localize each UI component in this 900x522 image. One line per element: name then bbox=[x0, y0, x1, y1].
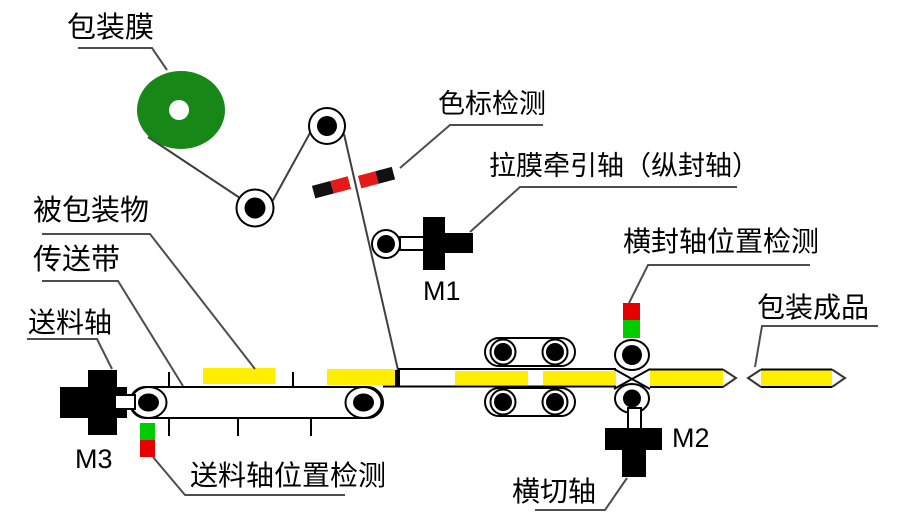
lower-roller-pair bbox=[484, 387, 576, 417]
spacing-ticks bbox=[168, 372, 312, 436]
label-motor-m1: M1 bbox=[423, 276, 461, 306]
film-tube bbox=[383, 368, 616, 388]
label-motor-m3: M3 bbox=[75, 444, 113, 474]
leader-color-mark bbox=[399, 124, 543, 169]
feed-shaft-position-sensor bbox=[140, 423, 155, 457]
upper-roller-pair bbox=[484, 337, 576, 367]
finished-product-1 bbox=[650, 368, 738, 388]
leader-traction-shaft bbox=[469, 186, 737, 233]
leader-packaged-item bbox=[42, 233, 256, 370]
label-cross-cut-shaft: 横切轴 bbox=[512, 476, 597, 507]
label-feed-shaft: 送料轴 bbox=[28, 307, 113, 338]
leader-cross-cut bbox=[535, 477, 628, 511]
package-on-belt-2 bbox=[327, 369, 397, 385]
label-finished-product: 包装成品 bbox=[757, 292, 870, 323]
leader-feed-sensor bbox=[152, 456, 345, 496]
label-packaged-item: 被包装物 bbox=[33, 195, 150, 227]
conveyor bbox=[129, 386, 384, 419]
guide-roller-lower bbox=[235, 188, 275, 228]
film-former-edge bbox=[395, 370, 400, 387]
leader-film-roll bbox=[78, 47, 168, 71]
label-cross-seal-position-detection: 横封轴位置检测 bbox=[623, 226, 820, 257]
leader-feed-shaft bbox=[27, 338, 113, 370]
label-conveyor-belt: 传送带 bbox=[33, 244, 121, 276]
motor-m2 bbox=[605, 407, 662, 477]
motor-m3 bbox=[60, 370, 136, 435]
label-film-traction-shaft: 拉膜牵引轴（纵封轴） bbox=[489, 151, 759, 181]
leader-cross-seal-sensor bbox=[628, 264, 810, 304]
package-in-film-1 bbox=[455, 371, 528, 385]
label-motor-m2: M2 bbox=[672, 423, 710, 453]
label-color-mark-detection: 色标检测 bbox=[438, 89, 546, 119]
package-on-belt-1 bbox=[203, 368, 275, 384]
traction-roller bbox=[371, 229, 401, 259]
cross-seal-position-sensor bbox=[623, 303, 640, 338]
motor-m1 bbox=[399, 217, 473, 270]
label-film-roll: 包装膜 bbox=[67, 12, 155, 44]
cross-seal-rollers bbox=[613, 339, 651, 414]
film-roll bbox=[137, 71, 225, 149]
package-in-film-2 bbox=[543, 371, 616, 385]
label-feed-shaft-position-detection: 送料轴位置检测 bbox=[190, 460, 387, 491]
film-path bbox=[147, 121, 399, 371]
leader-finished-product bbox=[754, 325, 878, 368]
guide-roller-upper bbox=[308, 107, 346, 145]
finished-product-2 bbox=[746, 368, 847, 388]
color-marks bbox=[311, 166, 396, 199]
leader-conveyor bbox=[42, 280, 184, 387]
